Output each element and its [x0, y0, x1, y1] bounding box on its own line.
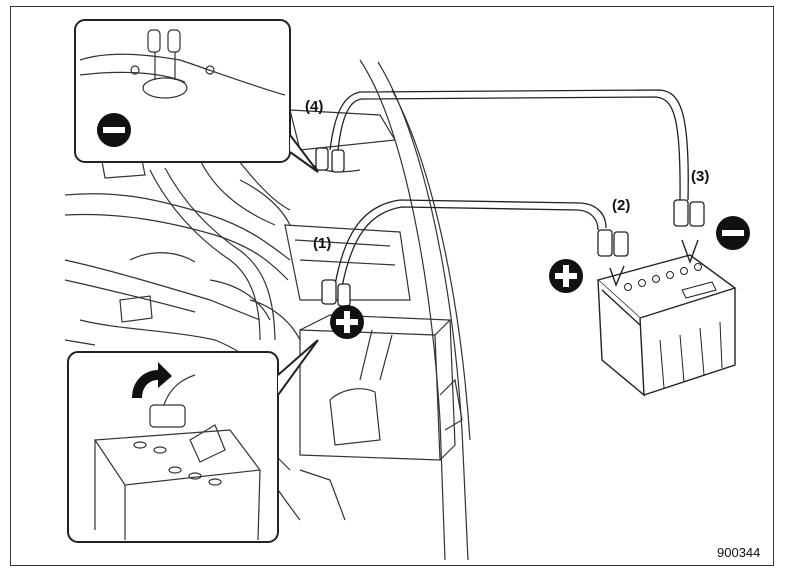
plus-icon — [330, 305, 364, 339]
cable-clamps — [315, 147, 705, 307]
minus-icon — [97, 113, 131, 147]
lift-arrow-icon — [132, 362, 172, 398]
jumper-cables — [329, 89, 689, 288]
plus-icon — [549, 259, 583, 293]
callout-1: (1) — [313, 235, 332, 252]
inset-ground-point — [74, 19, 319, 173]
minus-icon — [716, 216, 750, 250]
booster-battery — [596, 239, 737, 397]
figure-id: 900344 — [717, 545, 761, 560]
inset-battery-terminal — [67, 339, 319, 543]
callout-3: (3) — [691, 168, 710, 185]
callout-2: (2) — [612, 197, 631, 214]
engine-bay — [64, 59, 471, 561]
callout-4: (4) — [305, 98, 324, 115]
